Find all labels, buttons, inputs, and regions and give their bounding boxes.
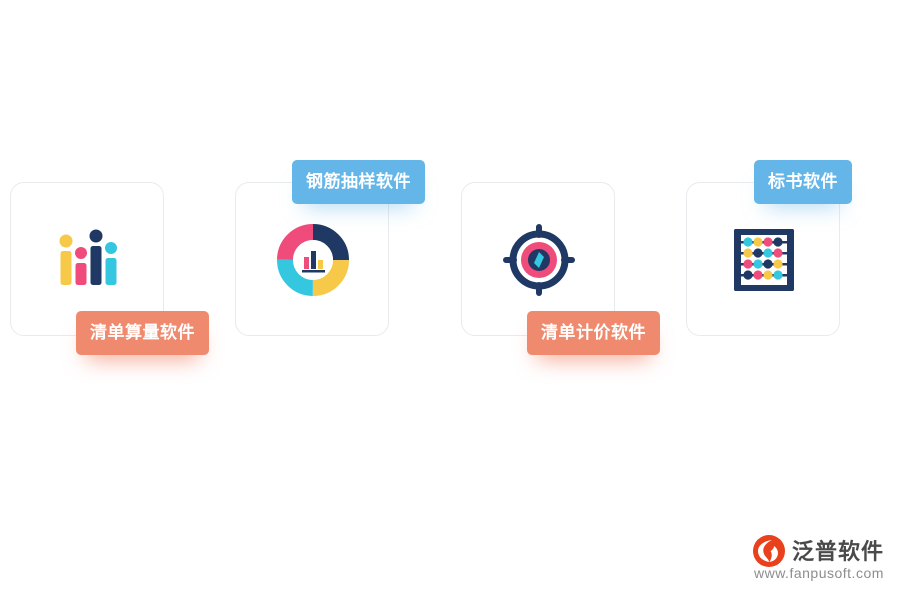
- card-label-biaoshu[interactable]: 标书软件: [754, 160, 852, 204]
- target-crosshair-icon: [462, 183, 616, 337]
- card-biaoshu[interactable]: [686, 182, 840, 336]
- card-qingdan-jijia[interactable]: [461, 182, 615, 336]
- card-label-gangjin-chouyang[interactable]: 钢筋抽样软件: [292, 160, 425, 204]
- card-qingdan-suanliang[interactable]: [10, 182, 164, 336]
- fanpu-flame-icon: [752, 534, 786, 568]
- brand-logo: 泛普软件 www.fanpusoft.com: [752, 532, 888, 586]
- brand-name: 泛普软件: [792, 539, 885, 564]
- abacus-icon: [687, 183, 841, 337]
- brand-url: www.fanpusoft.com: [754, 565, 884, 581]
- card-label-qingdan-jijia[interactable]: 清单计价软件: [527, 311, 660, 355]
- card-label-qingdan-suanliang[interactable]: 清单算量软件: [76, 311, 209, 355]
- bar-chart-people-icon: [11, 183, 165, 337]
- donut-chart-icon: [236, 183, 390, 337]
- card-gangjin-chouyang[interactable]: [235, 182, 389, 336]
